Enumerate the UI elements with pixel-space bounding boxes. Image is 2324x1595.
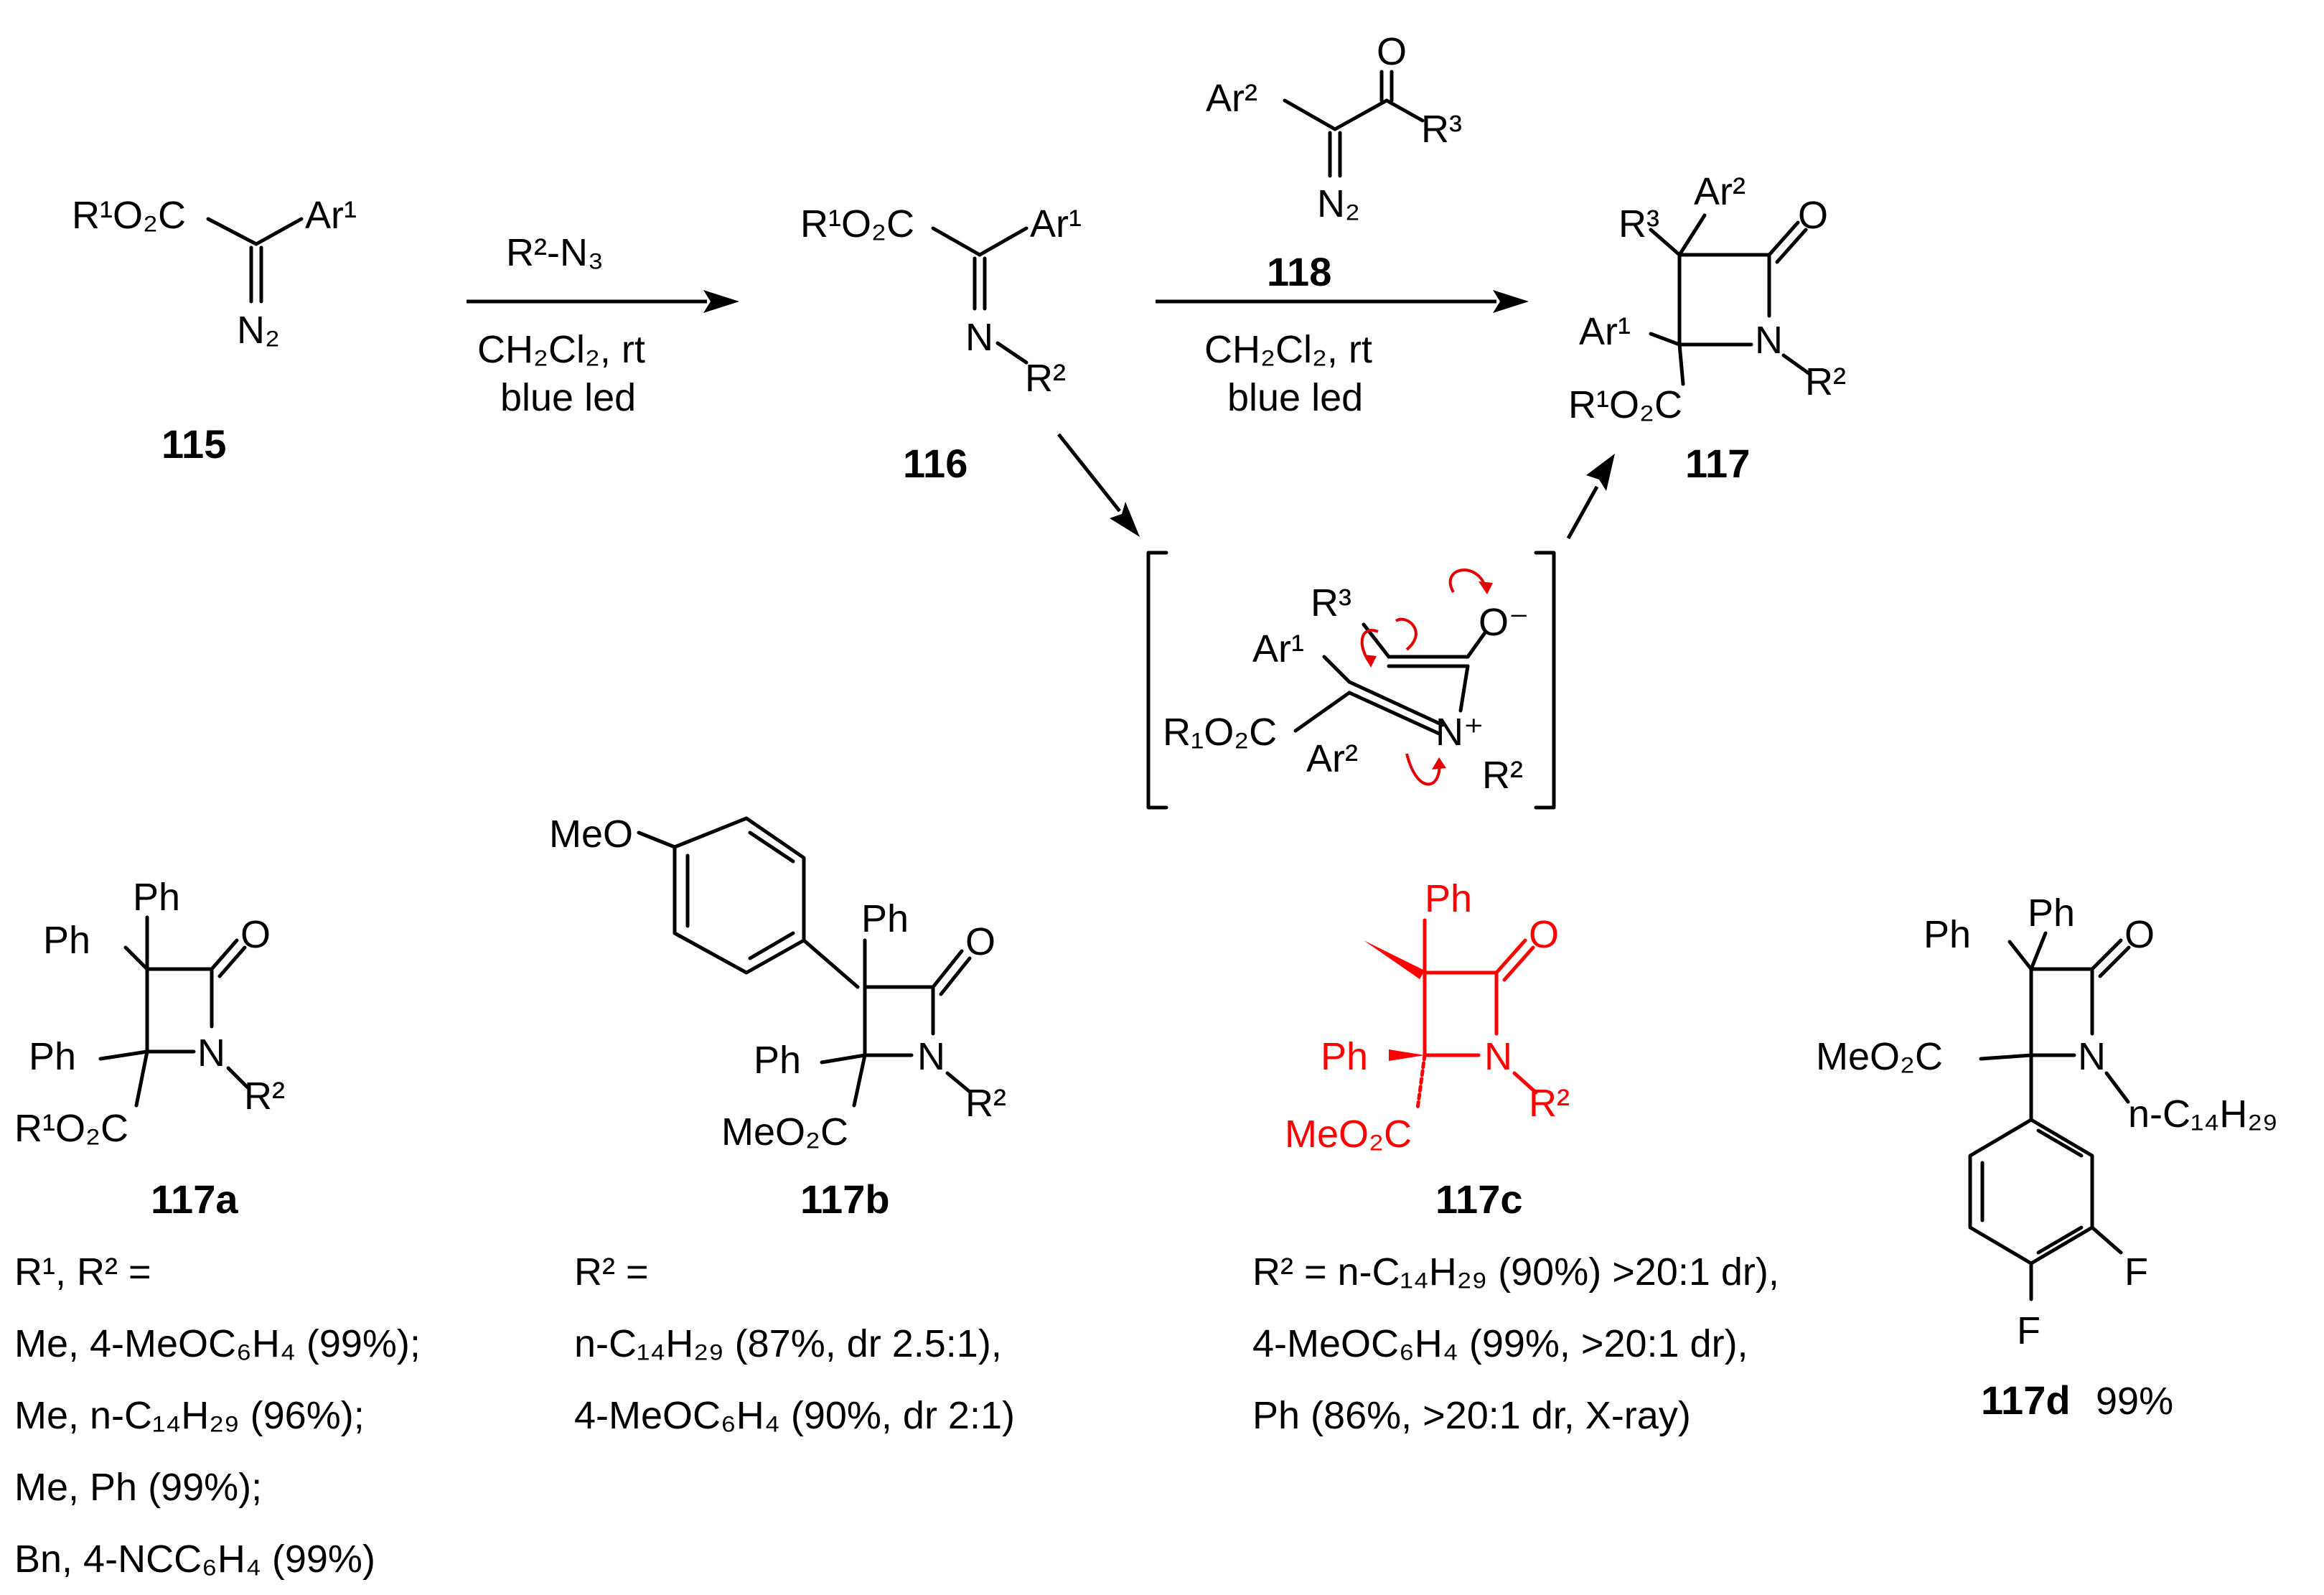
light-1: blue led [500,376,636,419]
scope-b-header: R² = [574,1250,649,1294]
r2-label: R² [1529,1082,1570,1125]
r2-label: R² [1482,754,1523,797]
o-label: O [965,920,995,963]
solvent-1: CH₂Cl₂, rt [477,328,645,371]
o-label: O [1798,194,1828,237]
o-label: O [1377,30,1407,73]
ar2-label: Ar² [1694,170,1746,213]
n-label: N [1755,319,1783,362]
compound-label-116: 116 [903,441,967,486]
zwitterion-intermediate: R³ Ar¹ O⁻ R₁O₂C Ar² N⁺ R² [1146,551,1556,810]
ph-label: Ph [43,919,90,962]
ar1-label: Ar¹ [1579,310,1631,353]
compound-117d: Ph Ph O MeO₂C N n-C₁₄H₂₉ F F 117d 99% [1816,892,2278,1423]
r3-label: R³ [1311,581,1351,625]
o-minus-label: O⁻ [1479,601,1529,644]
ar1-label: Ar¹ [305,194,357,237]
f-label: F [2124,1250,2148,1294]
solvent-2: CH₂Cl₂, rt [1204,328,1372,371]
n2-label: N₂ [237,309,280,352]
ph-label: Ph [861,897,909,940]
compound-label-115: 115 [161,421,226,467]
r1o2c-label: R¹O₂C [800,202,914,245]
compound-label-117a: 117a [151,1177,238,1222]
scope-a-line-1: Me, 4-MeOC₆H₄ (99%); [14,1322,421,1365]
compound-label-117c: 117c [1435,1177,1523,1222]
ar1-label: Ar¹ [1252,627,1304,670]
compound-label-118: 118 [1267,249,1331,294]
meo2c-label: MeO₂C [1285,1113,1412,1156]
compound-117c: Ph O Ph N R² MeO₂C 117c R² = n-C₁₄H₂₉ (9… [1252,877,1779,1437]
r2-label: R² [1025,357,1066,400]
r2-label: R² [965,1082,1006,1125]
yield-117d: 99% [2096,1380,2173,1423]
ph-label: Ph [1425,877,1472,920]
compound-116: R¹O₂C Ar¹ N R² 116 [800,202,1082,486]
r2-label: R² [244,1075,285,1118]
compound-118: O Ar² R³ N₂ 118 [1206,30,1462,294]
scope-a-header: R¹, R² = [14,1250,151,1294]
scope-a-line-2: Me, n-C₁₄H₂₉ (96%); [14,1394,365,1437]
n-c14h29-label: n-C₁₄H₂₉ [2128,1093,2278,1136]
r2-label: R² [1805,360,1846,403]
scope-a-line-4: Bn, 4-NCC₆H₄ (99%) [14,1538,375,1581]
scope-c-line-3: Ph (86%, >20:1 dr, X-ray) [1252,1394,1691,1437]
r1o2c-label: R¹O₂C [72,194,186,237]
reagent-azide: R²-N₃ [506,231,604,274]
arrow-step-2: CH₂Cl₂, rt blue led [1156,290,1529,419]
ar1-label: Ar¹ [1030,202,1082,245]
meo-label: MeO [549,813,633,856]
arrows-intermediate [1057,433,1615,540]
arrow-step-1: R²-N₃ CH₂Cl₂, rt blue led [467,231,739,419]
r3-label: R³ [1421,108,1462,151]
n-label: N [2078,1035,2106,1078]
scope-c-line-2: 4-MeOC₆H₄ (99%, >20:1 dr), [1252,1322,1748,1365]
n-label: N [1484,1035,1512,1078]
n-plus-label: N⁺ [1435,711,1484,754]
compound-label-117b: 117b [800,1177,890,1222]
ph-label: Ph [1321,1035,1368,1078]
ph-label: Ph [29,1035,76,1078]
meo2c-label: MeO₂C [721,1110,848,1154]
r1o2c-label: R₁O₂C [1163,711,1277,754]
compound-label-117: 117 [1685,441,1750,486]
ph-label: Ph [133,876,180,919]
scope-b-line-1: n-C₁₄H₂₉ (87%, dr 2.5:1), [574,1322,1002,1365]
ph-label: Ph [1924,913,1971,956]
scope-b-line-2: 4-MeOC₆H₄ (90%, dr 2:1) [574,1394,1015,1437]
ph-label: Ph [754,1039,801,1082]
ar2-label: Ar² [1206,77,1257,120]
meo2c-label: MeO₂C [1816,1035,1943,1078]
compound-117b: MeO Ph O Ph N R² MeO₂C 117b R² = n-C₁₄H₂… [549,813,1015,1437]
ar2-label: Ar² [1306,737,1358,780]
f-label: F [2017,1309,2040,1352]
compound-117: R³ Ar² O N R² Ar¹ R¹O₂C 117 [1568,170,1846,486]
scope-a-line-3: Me, Ph (99%); [14,1466,262,1509]
compound-label-117d: 117d [1981,1378,2071,1423]
scope-c-line-1: R² = n-C₁₄H₂₉ (90%) >20:1 dr), [1252,1250,1779,1294]
r1o2c-label: R¹O₂C [14,1107,128,1150]
n-label: N [917,1035,945,1078]
n2-label: N₂ [1317,182,1360,225]
compound-115: R¹O₂C Ar¹ N₂ 115 [72,194,357,467]
n-label: N [197,1032,225,1075]
n-label: N [965,316,993,359]
r1o2c-label: R¹O₂C [1568,383,1682,426]
light-2: blue led [1227,376,1363,419]
r3-label: R³ [1618,202,1659,245]
compound-117a: Ph Ph O Ph N R² R¹O₂C 117a R¹, R² = Me, … [14,876,421,1581]
ph-label: Ph [2028,892,2075,935]
